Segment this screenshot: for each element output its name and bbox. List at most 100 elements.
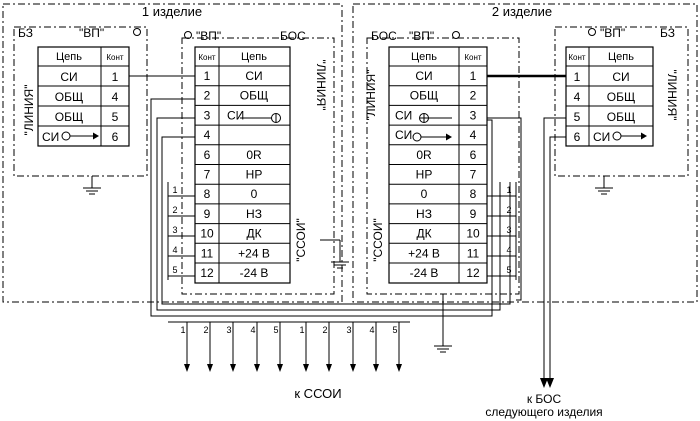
unit2-bos-contact-5: 7 — [470, 168, 477, 182]
unit2-bos-circuit-6: 0 — [421, 187, 428, 201]
unit2-bos-name: БОС — [371, 29, 397, 43]
unit1-bos-circuit-4: 0R — [246, 148, 262, 162]
unit1-bos-name: БОС — [280, 29, 306, 43]
wiring — [129, 74, 566, 388]
unit2-bos-circuit-9: +24 В — [408, 246, 440, 260]
unit1-bos-col-circuit: Цепь — [241, 51, 267, 63]
unit1-bos-si-target-icon — [240, 113, 281, 123]
unit2-bz-r1-circuit: ОБЩ — [607, 90, 635, 104]
unit2-bos-col-circuit: Цепь — [411, 51, 437, 63]
unit1-bos-circuit-1: ОБЩ — [240, 89, 268, 103]
u2-bracket-num-2: 3 — [506, 225, 511, 235]
bus-right-num-0: 1 — [299, 325, 304, 335]
u2-bracket-num-0: 1 — [506, 185, 511, 195]
unit1-bos-contact-0: 1 — [204, 69, 211, 83]
unit2-bos-contact-9: 11 — [467, 246, 480, 260]
unit2-bos-contact-6: 8 — [470, 187, 477, 201]
u1-bracket-num-2: 3 — [172, 225, 177, 235]
unit1-bos-contact-5: 7 — [204, 168, 211, 182]
unit1-title: 1 изделие — [142, 4, 202, 19]
unit1-bos-col-contact: Конт — [198, 53, 216, 62]
unit1-bz-r3-contact: 6 — [112, 130, 119, 144]
unit2-bz-frame — [554, 26, 689, 177]
unit1-bos-label-ssoi: "ССОИ" — [294, 218, 308, 262]
u2-bracket-num-3: 4 — [506, 245, 511, 255]
unit1-bos-contact-4: 6 — [204, 148, 211, 162]
u1-bracket-num-3: 4 — [172, 245, 177, 255]
bus-right-num-2: 3 — [346, 325, 351, 335]
unit2-bz-r3-circuit: СИ — [593, 130, 610, 144]
unit1-bz-frame — [13, 26, 148, 177]
to-next-bos-label-1: к БОС — [527, 392, 562, 406]
unit2-bz-table — [565, 46, 654, 147]
unit2-bos-contact-2: 3 — [470, 108, 477, 122]
unit1-bz-col-contact: Конт — [106, 53, 124, 62]
unit2-bos-contact-4: 6 — [470, 148, 477, 162]
bus-right-num-3: 4 — [369, 325, 374, 335]
unit2-bos-vp: "ВП" — [409, 29, 434, 43]
unit2-bos-label-line: "ЛИНИЯ" — [364, 70, 378, 121]
unit1-bos-circuit-0: СИ — [245, 69, 262, 83]
unit1-ssoi-bracket: 1 2 3 4 5 — [167, 182, 195, 280]
bus-right-num-1: 2 — [322, 325, 327, 335]
unit2-bz-r1-contact: 4 — [574, 90, 581, 104]
bus-left-num-0: 1 — [180, 325, 185, 335]
unit2-bos-circuit-10: -24 В — [410, 266, 439, 280]
unit2-bz-side-label: "ЛИНИЯ" — [665, 70, 679, 121]
u1-bracket-num-0: 1 — [172, 185, 177, 195]
unit2-bos-circuit-8: ДК — [416, 227, 431, 241]
unit2-bz-vp: "ВП" — [600, 26, 625, 40]
unit1-bz-vp-terminal-icon — [133, 28, 141, 36]
unit1-bz-r0-circuit: СИ — [60, 70, 77, 84]
unit1-bz-r1-contact: 4 — [112, 90, 119, 104]
unit2-bos-col-contact: Конт — [464, 53, 482, 62]
unit1-bos-circuit-8: ДК — [246, 227, 261, 241]
unit1-bz-side-label: "ЛИНИЯ" — [22, 85, 36, 136]
bus-left-num-3: 4 — [250, 325, 255, 335]
unit1-bos-vp-terminal-icon — [184, 31, 192, 39]
u2-bracket-num-4: 5 — [506, 265, 511, 275]
unit2-bos-contact-1: 2 — [470, 89, 477, 103]
unit1-bz-si-arrow-icon — [61, 131, 99, 141]
bus-right-num-4: 5 — [392, 325, 397, 335]
unit1-bos-circuit-6: 0 — [251, 187, 258, 201]
unit1-bz-r2-contact: 5 — [112, 110, 119, 124]
unit2-bz-si-arrow-icon — [612, 131, 647, 141]
unit1-bos-contact-7: 9 — [204, 207, 211, 221]
u1-bracket-num-4: 5 — [172, 265, 177, 275]
unit1-bos-label-line: "ЛИНИЯ" — [314, 60, 328, 111]
unit1-bz-r1-circuit: ОБЩ — [55, 90, 83, 104]
unit1-frame — [2, 3, 343, 303]
unit2-bos-label-ssoi: "ССОИ" — [371, 218, 385, 262]
unit1-bz-name: БЗ — [18, 26, 33, 40]
unit1-bz-r3-circuit: СИ — [42, 130, 59, 144]
unit2-bos-contact-3: 4 — [470, 128, 477, 142]
unit2-bz-r2-circuit: ОБЩ — [607, 110, 635, 124]
to-ssoi-label: к ССОИ — [294, 386, 341, 401]
unit1-bos-contact-10: 12 — [200, 266, 214, 280]
u2-bracket-num-1: 2 — [506, 205, 511, 215]
unit2-bz-r3-contact: 6 — [574, 130, 581, 144]
unit2-bos-circuit-3: СИ — [395, 128, 412, 142]
unit2-bos-contact-7: 9 — [470, 207, 477, 221]
unit1-bos-circuit-2: СИ — [227, 108, 244, 122]
unit1-bos-circuit-5: НР — [246, 168, 263, 182]
unit2-bz-col-contact: Конт — [568, 53, 586, 62]
unit2-bos-si-arrow-icon — [412, 132, 452, 142]
unit2-bos-circuit-1: ОБЩ — [410, 89, 438, 103]
unit1-bz-r0-contact: 1 — [112, 70, 119, 84]
unit2-bz-vp-terminal-icon — [588, 28, 596, 36]
unit1-bos-ground-icon — [320, 239, 349, 269]
unit2-bz-ground-icon — [595, 176, 613, 195]
unit2-bz-r2-contact: 5 — [574, 110, 581, 124]
unit1-bos-circuit-7: НЗ — [246, 207, 262, 221]
unit2-bos-circuit-2: СИ — [395, 108, 412, 122]
unit2-bos-circuit-0: СИ — [415, 69, 432, 83]
unit2-bos-contact-0: 1 — [470, 69, 477, 83]
u1-bracket-num-1: 2 — [172, 205, 177, 215]
to-next-bos-label-2: следующего изделия — [485, 405, 602, 419]
unit2-title: 2 изделие — [492, 4, 552, 19]
unit1-bos-circuit-9: +24 В — [238, 246, 270, 260]
